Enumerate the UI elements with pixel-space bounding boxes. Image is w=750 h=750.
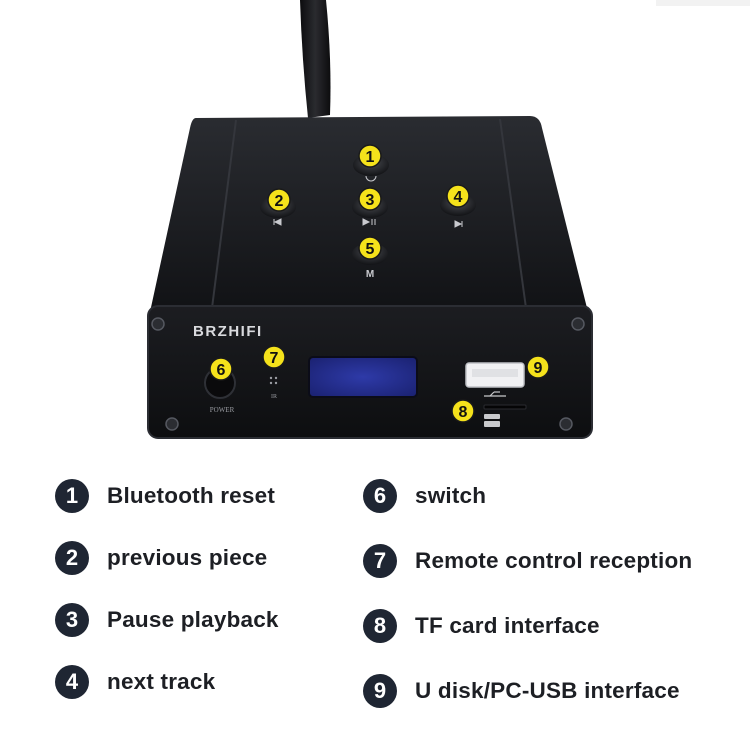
callout-1: 1 xyxy=(358,144,382,168)
callout-number: 3 xyxy=(366,192,375,209)
legend-item-2: 2 previous piece xyxy=(55,540,267,576)
callout-markers: 1 2 3 4 5 6 7 8 9 xyxy=(209,144,550,423)
legend-number-badge: 7 xyxy=(363,544,397,578)
callout-number: 8 xyxy=(459,404,468,421)
ir-sensor xyxy=(269,376,278,385)
legend-label: Pause playback xyxy=(107,607,279,632)
legend-number-badge: 8 xyxy=(363,609,397,643)
callout-number: 2 xyxy=(275,193,284,210)
callout-9: 9 xyxy=(526,355,550,379)
callout-8: 8 xyxy=(451,399,475,423)
legend-item-4: 4 next track xyxy=(55,664,215,700)
callout-number: 4 xyxy=(454,189,463,206)
legend-item-8: 8 TF card interface xyxy=(363,608,600,644)
panel-screws xyxy=(151,317,585,431)
callout-number: 9 xyxy=(534,360,543,377)
legend-number-badge: 4 xyxy=(55,665,89,699)
callout-number: 1 xyxy=(366,149,375,166)
ir-label: IR xyxy=(271,394,277,400)
top-ridge-right xyxy=(499,118,527,309)
legend-item-6: 6 switch xyxy=(363,478,486,514)
callout-7: 7 xyxy=(262,345,286,369)
legend-label: Bluetooth reset xyxy=(107,483,276,508)
top-edge-strip xyxy=(656,0,750,6)
legend-number-badge: 6 xyxy=(363,479,397,513)
legend-item-7: 7 Remote control reception xyxy=(363,543,692,579)
legend-label: next track xyxy=(107,669,216,694)
legend-number-badge: 9 xyxy=(363,674,397,708)
brand-logo: BRZHIFI xyxy=(193,323,263,340)
legend-label: TF card interface xyxy=(415,613,600,638)
legend-label: U disk/PC-USB interface xyxy=(415,678,680,703)
oled-display xyxy=(308,356,418,398)
legend-number-badge: 1 xyxy=(55,479,89,513)
power-label: POWER xyxy=(210,406,235,414)
legend-label: switch xyxy=(415,483,487,508)
button-symbol-icons: M xyxy=(273,175,463,280)
callout-number: 6 xyxy=(217,362,226,379)
legend-item-3: 3 Pause playback xyxy=(55,602,279,638)
microsd-logo-icon xyxy=(484,414,500,427)
svg-text:M: M xyxy=(366,269,374,280)
legend-number-badge: 3 xyxy=(55,603,89,637)
top-ridge-left xyxy=(211,119,237,309)
legend-number-badge: 2 xyxy=(55,541,89,575)
legend-label: Remote control reception xyxy=(415,548,693,573)
legend-item-9: 9 U disk/PC-USB interface xyxy=(363,673,680,709)
callout-2: 2 xyxy=(267,188,291,212)
callout-3: 3 xyxy=(358,187,382,211)
callout-5: 5 xyxy=(358,236,382,260)
usb-port[interactable] xyxy=(465,362,525,388)
legend-label: previous piece xyxy=(107,545,268,570)
legend-item-1: 1 Bluetooth reset xyxy=(55,478,275,514)
callout-number: 5 xyxy=(366,241,375,258)
callout-number: 7 xyxy=(270,350,279,367)
callout-6: 6 xyxy=(209,357,233,381)
antenna xyxy=(300,0,331,118)
callout-4: 4 xyxy=(446,184,470,208)
tf-card-slot[interactable] xyxy=(483,404,527,410)
usb-symbol-icon xyxy=(484,391,506,397)
